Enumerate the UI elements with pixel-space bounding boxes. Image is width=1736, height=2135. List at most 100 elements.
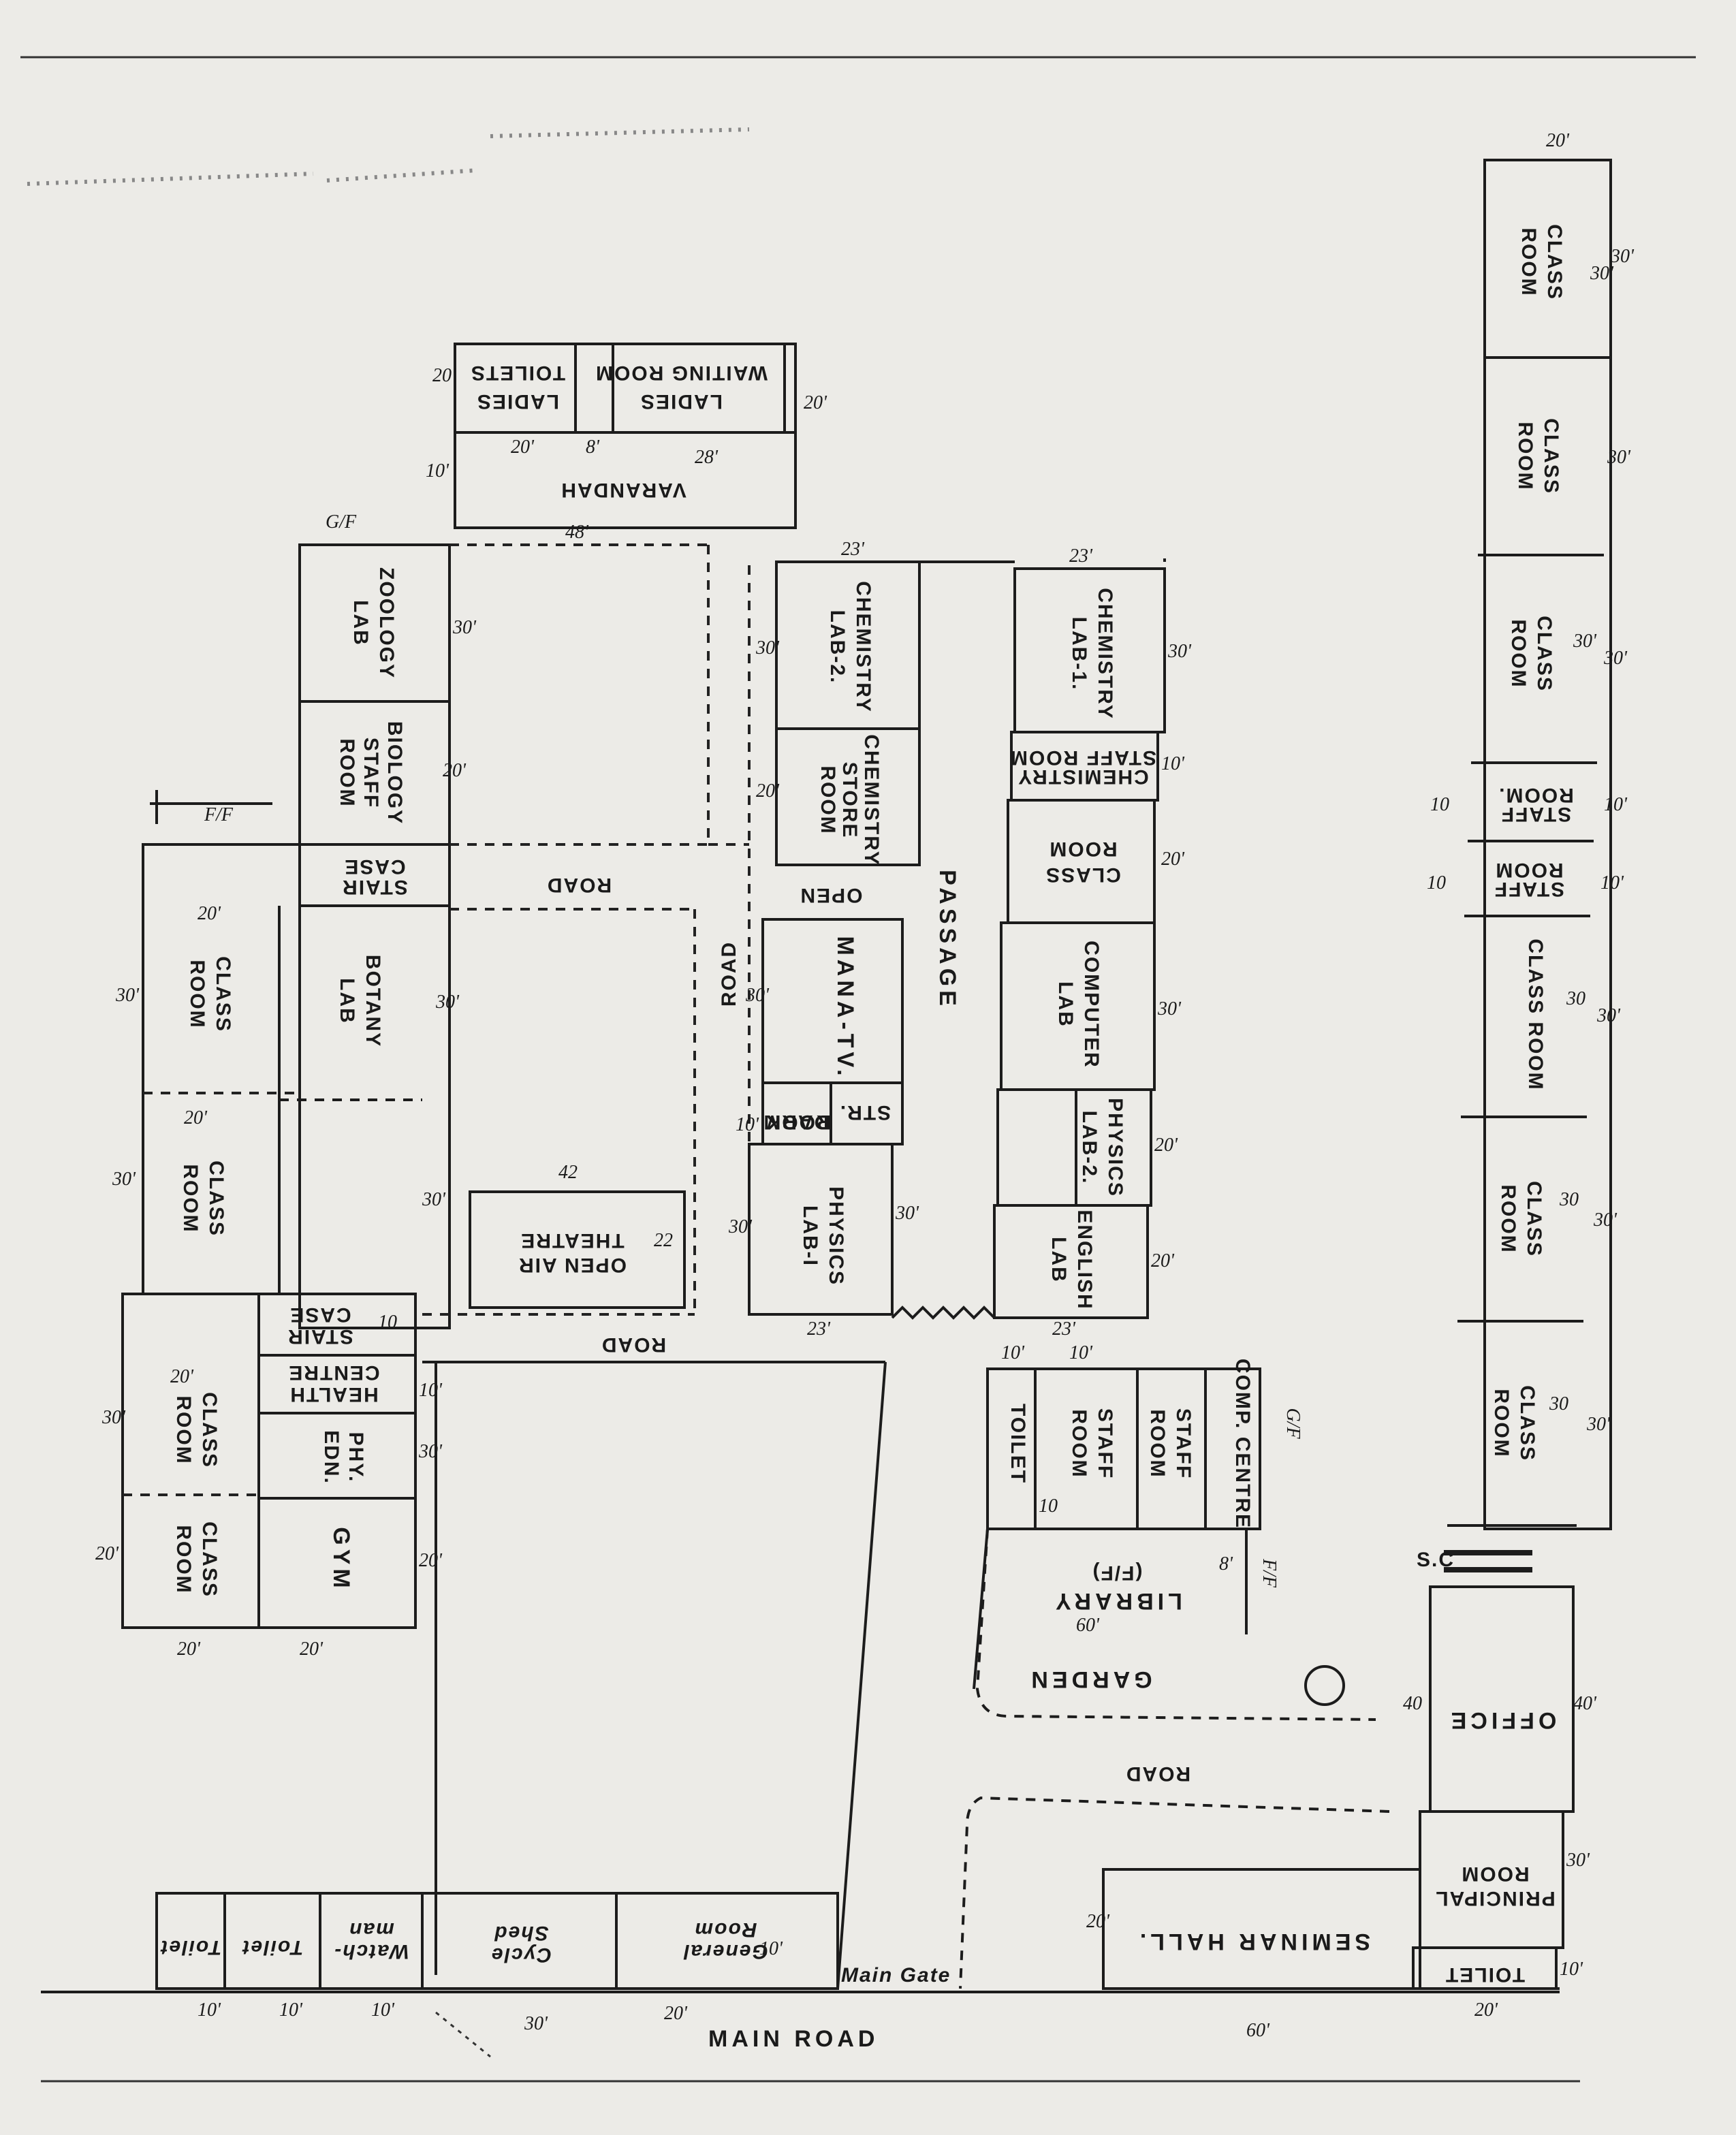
dim-staircase-mid: 10 [378,1312,397,1333]
dim-class-left-2b: 20' [184,1107,208,1128]
office: OFFICE [1447,1707,1557,1733]
dim-class-r2: 30' [1607,447,1631,468]
botany-lab: BOTANY LAB [336,955,384,1047]
svg-text:LADIES: LADIES [640,390,723,413]
library-block-walls [973,1367,1376,1721]
ladies-block [454,343,797,529]
dim-english-a: 20' [1151,1250,1175,1271]
zoology-lab: ZOOLOGY LAB [349,567,398,679]
road-right-label: ROAD [1125,1762,1190,1785]
health-centre: HEALTH CENTRE [287,1361,379,1406]
svg-text:Toilet: Toilet [242,1936,304,1959]
class-room-right-5: CLASS ROOM [1497,1181,1545,1257]
dim-left-30: 30' [422,1189,446,1210]
dim-physics1-c: 23' [807,1318,831,1340]
svg-text:LAB-I: LAB-I [799,1205,821,1267]
dim-seminar-b: 20' [1086,1911,1110,1932]
dim-open-air-1: 42 [558,1162,578,1183]
toilet-bottom-2: Toilet [160,1936,222,1959]
gym: GYM [328,1527,354,1592]
dim-class-r4-a: 30 [1566,988,1585,1009]
chemistry-lab-2: CHEMISTRY LAB-2. [826,581,874,713]
svg-text:LAB: LAB [349,600,372,646]
class-room-mid: CLASS ROOM [1045,838,1121,886]
svg-text:ZOOLOGY: ZOOLOGY [375,567,398,679]
middle-column-walls [748,560,1015,1320]
svg-text:ROOM.: ROOM. [1498,784,1574,806]
dim-mana-tv: 30' [745,985,770,1006]
dim-class-r1-a: 30' [1590,263,1614,284]
dim-varandah-3: 20' [511,437,535,458]
right-wing-walls [959,159,1612,1990]
physics-lab-1: PHYSICS LAB-I [799,1186,847,1286]
svg-text:CLASS: CLASS [1516,1385,1538,1461]
center-roads [422,543,887,1989]
chemistry-lab-1: CHEMISTRY LAB-1. [1068,588,1116,720]
dim-varandah-5: 48' [565,522,589,543]
phy-edn: PHY. EDN. [320,1430,367,1485]
dim-class-r6-a: 30 [1549,1393,1568,1414]
gate-row-walls [41,1892,1560,2058]
class-room-right-3: CLASS ROOM [1507,616,1556,692]
svg-text:ROOM: ROOM [172,1525,195,1594]
svg-text:COMPUTER: COMPUTER [1080,940,1103,1069]
principal-room: PRINCIPAL ROOM [1434,1863,1555,1910]
class-room-right-1: CLASS ROOM [1517,224,1566,300]
svg-text:VARANDAH: VARANDAH [560,479,686,501]
svg-text:STAFF: STAFF [1094,1408,1116,1479]
open-air-theatre-box [469,1190,686,1309]
svg-text:ROOM: ROOM [172,1395,195,1464]
svg-text:OPEN: OPEN [799,884,862,906]
class-room-right-6: CLASS ROOM [1490,1385,1538,1461]
svg-text:ROOM: ROOM [179,1164,202,1233]
dim-chem1-a: 23' [1069,545,1093,567]
dim-toilet-b1: 10' [279,1999,303,2021]
dim-class-left-3a: 30' [101,1407,126,1428]
dim-toilets: 20' [432,365,456,386]
dim-staff-r2-a: 10' [1600,872,1624,893]
svg-text:PHYSICS: PHYSICS [825,1186,847,1286]
dim-class-r3-b: 30' [1603,648,1628,669]
dim-toilet-b2: 10' [198,1999,221,2021]
road-lower-label: ROAD [601,1333,666,1356]
seminar-hall: SEMINAR HALL. [1136,1929,1370,1955]
ladies-waiting-room: LADIES WAITING ROOM [595,362,768,413]
svg-text:PRINCIPAL: PRINCIPAL [1434,1887,1555,1910]
svg-text:GYM: GYM [328,1527,354,1592]
dim-chem2-a: 23' [841,539,865,560]
svg-text:ROOM: ROOM [1494,859,1563,881]
svg-text:ROOM: ROOM [1146,1409,1169,1478]
svg-text:STAFF: STAFF [360,738,382,808]
dim-class-mid: 20' [1161,849,1185,870]
dim-varandah-2: 8' [586,437,600,458]
svg-text:LAB: LAB [1054,981,1077,1028]
svg-text:ROOM: ROOM [336,738,358,807]
svg-text:CLASS: CLASS [1045,864,1121,886]
svg-text:ROOM: ROOM [1497,1184,1519,1253]
svg-text:Room: Room [694,1918,757,1941]
svg-text:BOTANY: BOTANY [362,955,384,1047]
svg-text:CASE: CASE [289,1303,351,1326]
dim-dark-room: 10' [736,1114,759,1135]
staff-room-mid-1: STAFF ROOM [1068,1408,1116,1479]
dim-botany: 30' [435,992,460,1013]
dim-varandah-4: 10' [426,460,449,481]
svg-text:Toilet: Toilet [160,1936,222,1959]
dim-toilet-mid-a: 10' [1001,1342,1025,1363]
scan-noise [27,127,750,186]
dim-staff-mid1: 10' [1069,1342,1093,1363]
dim-general-b: 10' [759,1938,783,1959]
dim-toilet-r-b: 20' [1474,1999,1498,2021]
svg-text:STAIR: STAIR [341,876,408,898]
svg-text:ROOM: ROOM [817,765,839,834]
comp-centre-gf: G/F [1282,1408,1304,1439]
dim-class-r6-b: 30' [1586,1414,1611,1435]
class-room-left-2: CLASS ROOM [179,1160,227,1237]
svg-text:CLASS: CLASS [1540,418,1562,494]
dim-chem-staff: 10' [1161,753,1185,774]
sc-label: S.C [1417,1549,1455,1571]
dim-class-left-4: 20' [95,1543,119,1564]
svg-text:GARDEN: GARDEN [1027,1666,1152,1692]
library: LIBRARY (F/F) [1052,1562,1182,1614]
